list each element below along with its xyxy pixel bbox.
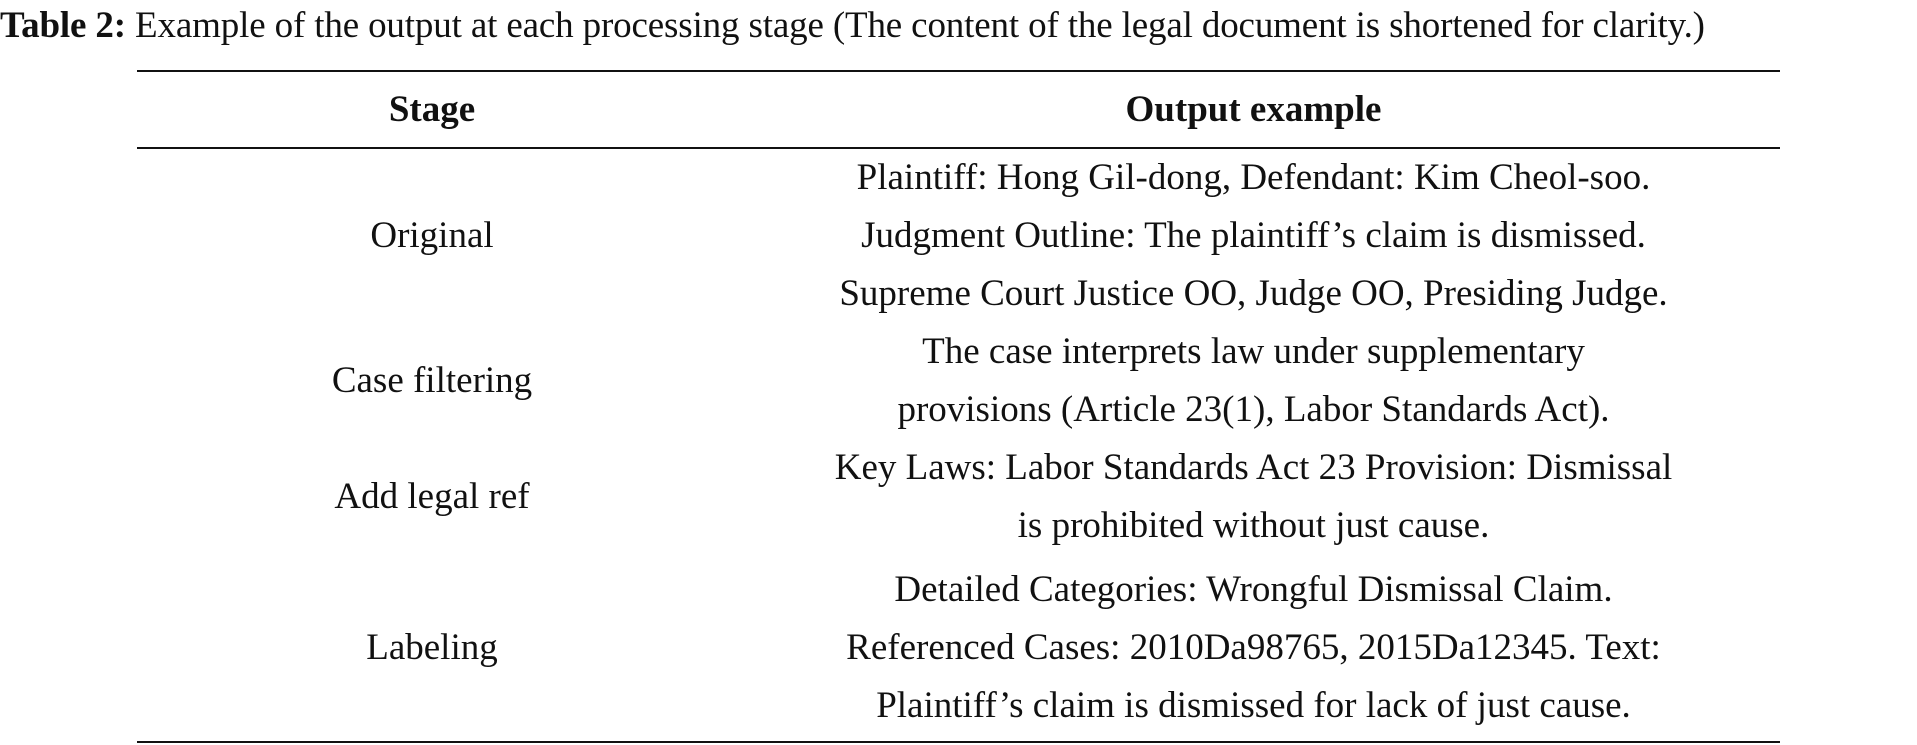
table-bottom-rule xyxy=(137,741,1780,743)
stage-cell-original: Original xyxy=(370,215,494,256)
table-caption: Table 2: Example of the output at each p… xyxy=(0,2,1917,50)
output-cell-labeling: Detailed Categories: Wrongful Dismissal … xyxy=(727,555,1780,741)
output-line: Referenced Cases: 2010Da98765, 2015Da123… xyxy=(846,627,1661,668)
column-header-output-example: Output example xyxy=(1125,88,1382,130)
output-text-case-filtering: The case interprets law under supplement… xyxy=(745,323,1762,439)
output-cell-original: Plaintiff: Hong Gil-dong, Defendant: Kim… xyxy=(727,149,1780,323)
output-text-original: Plaintiff: Hong Gil-dong, Defendant: Kim… xyxy=(745,149,1762,323)
output-line: The case interprets law under supplement… xyxy=(922,331,1585,372)
output-text-labeling: Detailed Categories: Wrongful Dismissal … xyxy=(745,561,1762,735)
stage-cell-labeling: Labeling xyxy=(366,627,498,668)
output-line: Detailed Categories: Wrongful Dismissal … xyxy=(894,569,1613,610)
table-header-rule xyxy=(137,147,1780,149)
stage-cell-case-filtering: Case filtering xyxy=(331,360,533,401)
output-line: is prohibited without just cause. xyxy=(1017,505,1490,546)
processing-stage-table: Stage Output example Original Plaintiff:… xyxy=(137,70,1780,744)
table-caption-label: Table 2: xyxy=(0,5,126,46)
table-caption-text: Example of the output at each processing… xyxy=(135,5,1705,46)
output-line: provisions (Article 23(1), Labor Standar… xyxy=(897,389,1610,430)
output-cell-add-legal-ref: Key Laws: Labor Standards Act 23 Provisi… xyxy=(727,439,1780,555)
output-line: Judgment Outline: The plaintiff’s claim … xyxy=(861,215,1646,256)
output-text-add-legal-ref: Key Laws: Labor Standards Act 23 Provisi… xyxy=(745,439,1762,555)
output-line: Plaintiff: Hong Gil-dong, Defendant: Kim… xyxy=(856,157,1651,198)
output-line: Supreme Court Justice OO, Judge OO, Pres… xyxy=(839,273,1668,314)
output-line: Key Laws: Labor Standards Act 23 Provisi… xyxy=(834,447,1673,488)
column-header-stage: Stage xyxy=(388,88,476,130)
stage-cell-add-legal-ref: Add legal ref xyxy=(334,476,530,517)
output-line: Plaintiff’s claim is dismissed for lack … xyxy=(876,685,1631,726)
table-top-rule xyxy=(137,70,1780,72)
output-cell-case-filtering: The case interprets law under supplement… xyxy=(727,323,1780,439)
